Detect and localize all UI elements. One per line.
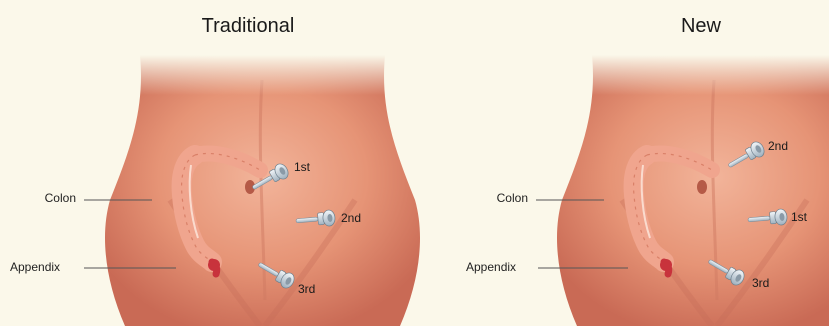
torso-illustration [552, 55, 829, 326]
appendix-label: Appendix [466, 260, 516, 274]
port-label: 1st [791, 210, 808, 224]
panel-title: Traditional [202, 15, 295, 37]
port-label: 3rd [298, 282, 315, 296]
port-label: 2nd [341, 211, 361, 225]
torso-illustration [100, 55, 430, 326]
navel [697, 180, 707, 194]
colon-label: Colon [497, 191, 528, 205]
panel-traditional: Traditional 1st 2nd 3rd Colon Appendix [10, 15, 430, 326]
panel-new: New 2nd 1st 3rd Colon Appendix [466, 15, 829, 326]
appendix-label: Appendix [10, 260, 60, 274]
port-label: 2nd [768, 139, 788, 153]
port-label: 3rd [752, 276, 769, 290]
port-label: 1st [294, 160, 311, 174]
panel-title: New [681, 15, 722, 37]
colon-label: Colon [45, 191, 76, 205]
